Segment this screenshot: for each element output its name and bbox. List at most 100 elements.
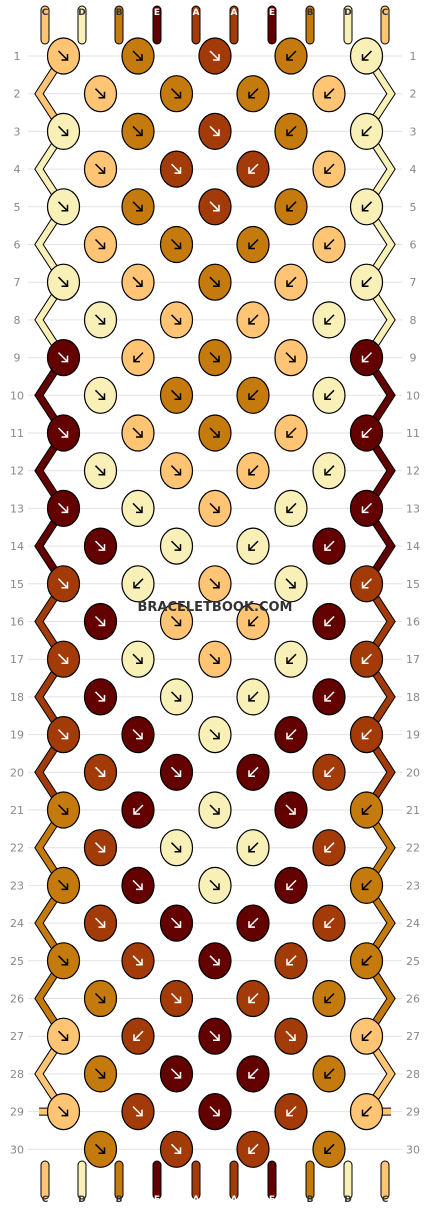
arrow-down-right-icon (132, 653, 143, 664)
arrow-down-right-icon (57, 50, 69, 61)
arrow-down-left-icon (286, 729, 297, 740)
strand-label-bottom: C (382, 1195, 389, 1205)
arrow-down-right-icon (94, 842, 106, 853)
arrow-down-left-icon (361, 50, 373, 61)
arrow-down-left-icon (286, 502, 297, 514)
arrow-down-left-icon (286, 653, 297, 664)
row-number-left: 18 (10, 691, 24, 704)
arrow-down-left-icon (248, 540, 259, 551)
arrow-down-left-icon (361, 955, 373, 966)
row-number-left: 23 (10, 879, 24, 892)
strand-label-top: E (154, 8, 160, 18)
row-number-left: 15 (10, 578, 24, 591)
row-number-left: 5 (14, 201, 21, 214)
row-number-left: 3 (14, 125, 21, 138)
strand-label-top: C (382, 8, 389, 18)
strand-label-top: B (307, 8, 314, 18)
row-number-left: 11 (10, 427, 24, 440)
arrow-down-right-icon (132, 50, 143, 61)
arrow-down-left-icon (324, 389, 335, 401)
arrow-down-left-icon (361, 125, 373, 137)
arrow-down-left-icon (248, 615, 259, 627)
arrow-down-left-icon (324, 615, 335, 627)
arrow-down-right-icon (94, 917, 106, 928)
strand-label-bottom: E (154, 1195, 160, 1205)
arrow-down-right-icon (285, 1030, 296, 1041)
arrow-down-left-icon (286, 955, 297, 966)
arrow-down-left-icon (248, 766, 259, 778)
row-number-right: 17 (406, 653, 420, 666)
arrow-down-right-icon (209, 1106, 220, 1117)
arrow-down-right-icon (285, 804, 296, 815)
arrow-down-left-icon (133, 1030, 144, 1041)
arrow-down-right-icon (94, 465, 106, 476)
arrow-down-left-icon (248, 917, 259, 928)
arrow-down-right-icon (170, 917, 182, 928)
arrow-down-right-icon (132, 1106, 143, 1117)
arrow-down-right-icon (57, 879, 69, 891)
row-number-right: 22 (406, 842, 420, 855)
row-number-right: 5 (410, 201, 417, 214)
arrow-down-left-icon (324, 1068, 335, 1079)
row-number-left: 27 (10, 1030, 24, 1043)
arrow-down-right-icon (209, 653, 220, 664)
row-number-right: 13 (406, 502, 420, 515)
arrow-down-left-icon (324, 163, 335, 174)
arrow-down-right-icon (170, 389, 182, 401)
row-number-right: 4 (410, 163, 417, 176)
arrow-down-right-icon (209, 879, 220, 891)
row-number-left: 19 (10, 729, 24, 742)
row-number-right: 2 (410, 88, 417, 101)
row-number-left: 28 (10, 1068, 24, 1081)
arrow-down-right-icon (170, 842, 182, 853)
arrow-down-left-icon (133, 352, 144, 363)
strand-label-bottom: B (116, 1195, 123, 1205)
arrow-down-right-icon (209, 276, 220, 287)
arrow-down-right-icon (209, 201, 220, 212)
arrow-down-left-icon (286, 1106, 297, 1117)
strand-label-top: B (116, 8, 123, 18)
strand-label-bottom: D (78, 1195, 85, 1205)
arrow-down-right-icon (94, 691, 106, 702)
arrow-down-left-icon (324, 314, 335, 325)
row-number-right: 27 (406, 1030, 420, 1043)
row-number-right: 15 (406, 578, 420, 591)
row-number-left: 16 (10, 616, 24, 629)
arrow-down-right-icon (170, 314, 182, 325)
arrow-down-left-icon (361, 1106, 373, 1117)
arrow-down-left-icon (324, 917, 335, 928)
arrow-down-right-icon (170, 238, 182, 250)
row-number-left: 1 (14, 50, 21, 63)
arrow-down-right-icon (94, 766, 106, 778)
arrow-down-left-icon (324, 540, 335, 551)
arrow-down-right-icon (94, 314, 106, 325)
arrow-down-right-icon (132, 276, 143, 287)
arrow-down-left-icon (324, 465, 335, 476)
arrow-down-left-icon (248, 1068, 259, 1079)
arrow-down-right-icon (57, 1106, 69, 1117)
arrow-down-left-icon (286, 201, 297, 212)
row-number-left: 4 (14, 163, 21, 176)
arrow-down-left-icon (361, 502, 373, 514)
arrow-down-right-icon (94, 238, 106, 250)
arrow-down-right-icon (285, 352, 296, 363)
arrow-down-right-icon (170, 88, 182, 99)
arrow-down-left-icon (324, 88, 335, 99)
arrow-down-left-icon (361, 578, 373, 589)
arrow-down-left-icon (361, 653, 373, 664)
arrow-down-left-icon (133, 804, 144, 815)
row-number-right: 6 (410, 239, 417, 252)
arrow-down-right-icon (132, 125, 143, 137)
arrow-down-left-icon (248, 163, 259, 174)
arrow-down-right-icon (209, 427, 220, 438)
strand-label-bottom: D (344, 1195, 351, 1205)
row-number-left: 10 (10, 389, 24, 402)
arrow-down-right-icon (57, 578, 69, 589)
arrow-down-left-icon (248, 88, 259, 99)
arrow-down-right-icon (170, 615, 182, 627)
row-number-left: 26 (10, 993, 24, 1006)
row-number-right: 10 (406, 389, 420, 402)
arrow-down-left-icon (324, 238, 335, 250)
